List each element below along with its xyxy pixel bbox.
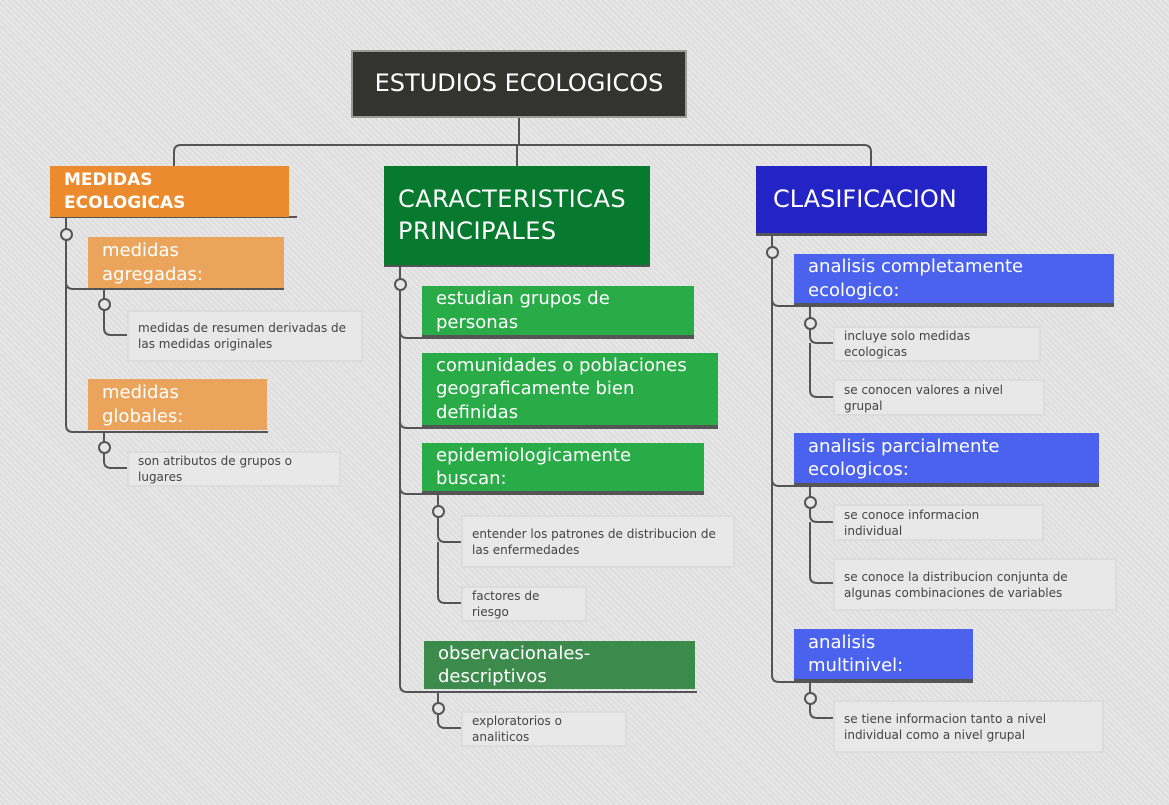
parcial-detail-2-text: se conoce la distribucion conjunta de al… xyxy=(844,569,1068,600)
collapse-toggle-clasificacion[interactable] xyxy=(766,246,779,259)
epidemiologicamente-buscan-node[interactable]: epidemiologicamente buscan: xyxy=(422,443,704,493)
patrones-distribucion-detail[interactable]: entender los patrones de distribucion de… xyxy=(461,515,735,568)
medidas-agregadas-node[interactable]: medidas agregadas: xyxy=(88,237,284,288)
comunidades-node[interactable]: comunidades o poblaciones geograficament… xyxy=(422,353,718,427)
estudian-grupos-node[interactable]: estudian grupos de personas xyxy=(422,286,694,337)
parcial-detail-1-text: se conoce informacion individual xyxy=(844,507,980,538)
estudian-grupos-label: estudian grupos de personas xyxy=(436,288,610,333)
parcial-detail-2[interactable]: se conoce la distribucion conjunta de al… xyxy=(833,558,1117,611)
factores-riesgo-detail[interactable]: factores de riesgo xyxy=(461,586,587,622)
exploratorios-text: exploratorios o analiticos xyxy=(472,714,562,744)
medidas-agregadas-detail[interactable]: medidas de resumen derivadas de las medi… xyxy=(127,310,363,362)
medidas-ecologicas-node[interactable]: MEDIDAS ECOLOGICAS xyxy=(50,166,289,217)
medidas-globales-detail[interactable]: son atributos de grupos o lugares xyxy=(127,451,341,487)
parcial-detail-1[interactable]: se conoce informacion individual xyxy=(833,504,1044,541)
analisis-multinivel-label: analisis multinivel: xyxy=(808,631,904,676)
patrones-distribucion-text: entender los patrones de distribucion de… xyxy=(472,526,716,557)
analisis-parcial-label: analisis parcialmente ecologicos: xyxy=(808,435,1000,480)
analisis-completo-node[interactable]: analisis completamente ecologico: xyxy=(794,254,1114,305)
epidemiologicamente-buscan-label: epidemiologicamente buscan: xyxy=(436,444,632,489)
medidas-agregadas-detail-text: medidas de resumen derivadas de las medi… xyxy=(138,321,347,351)
collapse-toggle-completo[interactable] xyxy=(804,317,817,330)
comunidades-label: comunidades o poblaciones geograficament… xyxy=(436,354,687,423)
medidas-globales-detail-text: son atributos de grupos o lugares xyxy=(138,454,293,484)
observacionales-label: observacionales-descriptivos xyxy=(438,642,591,687)
collapse-toggle-observacionales[interactable] xyxy=(432,702,445,715)
factores-riesgo-text: factores de riesgo xyxy=(472,589,540,619)
clasificacion-node[interactable]: CLASIFICACION xyxy=(756,166,987,235)
caracteristicas-principales-node[interactable]: CARACTERISTICAS PRINCIPALES xyxy=(384,166,650,267)
clasificacion-label: CLASIFICACION xyxy=(773,184,957,213)
collapse-toggle-medidas[interactable] xyxy=(60,228,73,241)
analisis-parcial-node[interactable]: analisis parcialmente ecologicos: xyxy=(794,433,1099,485)
observacionales-node[interactable]: observacionales-descriptivos xyxy=(424,641,695,689)
collapse-toggle-globales[interactable] xyxy=(98,441,111,454)
analisis-completo-label: analisis completamente ecologico: xyxy=(808,256,1024,301)
medidas-agregadas-label: medidas agregadas: xyxy=(102,240,203,285)
medidas-globales-node[interactable]: medidas globales: xyxy=(88,379,267,430)
completo-detail-2[interactable]: se conocen valores a nivel grupal xyxy=(833,379,1045,416)
completo-detail-1-text: incluye solo medidas ecologicas xyxy=(844,329,971,359)
collapse-toggle-agregadas[interactable] xyxy=(98,298,111,311)
collapse-toggle-parcial[interactable] xyxy=(804,496,817,509)
medidas-globales-label: medidas globales: xyxy=(102,382,184,427)
analisis-multinivel-node[interactable]: analisis multinivel: xyxy=(794,629,973,681)
completo-detail-2-text: se conocen valores a nivel grupal xyxy=(844,382,1003,413)
medidas-ecologicas-label: MEDIDAS ECOLOGICAS xyxy=(64,170,186,213)
caracteristicas-principales-label: CARACTERISTICAS PRINCIPALES xyxy=(398,185,627,245)
collapse-toggle-multinivel[interactable] xyxy=(804,692,817,705)
collapse-toggle-caracteristicas[interactable] xyxy=(394,278,407,291)
exploratorios-detail[interactable]: exploratorios o analiticos xyxy=(461,711,627,747)
root-label: ESTUDIOS ECOLOGICOS xyxy=(374,69,664,98)
completo-detail-1[interactable]: incluye solo medidas ecologicas xyxy=(833,326,1041,362)
collapse-toggle-buscan[interactable] xyxy=(432,505,445,518)
root-node[interactable]: ESTUDIOS ECOLOGICOS xyxy=(351,50,687,118)
multinivel-detail-1-text: se tiene informacion tanto a nivel indiv… xyxy=(844,711,1047,742)
multinivel-detail-1[interactable]: se tiene informacion tanto a nivel indiv… xyxy=(833,700,1104,753)
